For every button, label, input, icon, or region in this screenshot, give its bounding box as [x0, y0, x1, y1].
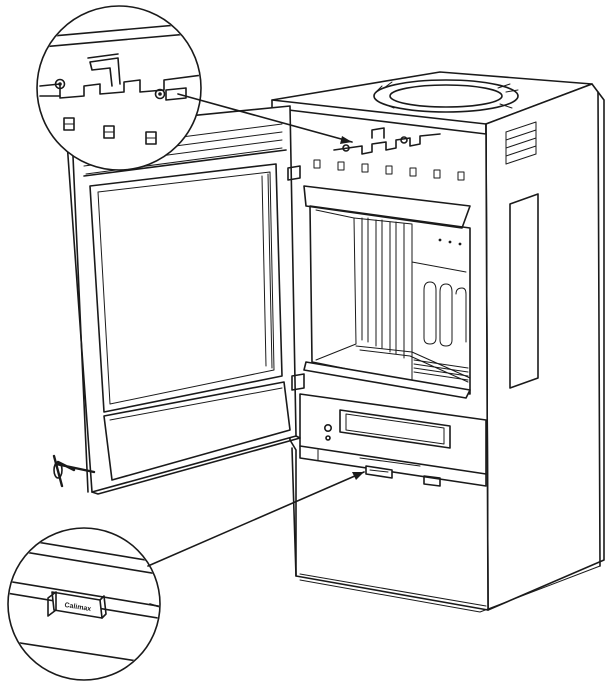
door-glass-frame — [89, 163, 283, 413]
detail-callout-bottom: Calimax — [7, 527, 161, 681]
air-control-knob — [323, 423, 332, 432]
door-hinge-top — [287, 165, 301, 181]
firebox-lip — [303, 361, 471, 399]
ash-drawer-handle — [339, 409, 451, 449]
detail-bracket — [39, 73, 200, 99]
top-cover-outer — [373, 79, 519, 113]
side-window — [509, 193, 539, 389]
firebox-back-plates — [361, 217, 405, 359]
firebox-side-slots — [423, 281, 467, 347]
callout-arrow-top — [177, 93, 353, 144]
callout-arrow-bottom — [147, 471, 365, 567]
detail-circle-top — [36, 5, 202, 171]
slot-row — [313, 159, 465, 181]
stove-body — [271, 71, 605, 613]
top-cover-inner — [389, 84, 503, 108]
door-hinge-bottom — [291, 373, 305, 391]
hinge-bracket-row — [333, 133, 441, 155]
detail-callout-top — [36, 5, 202, 171]
logo-text: Calimax — [64, 602, 92, 613]
firebox-baffle — [303, 185, 471, 229]
firebox-opening — [309, 205, 471, 395]
logo-tab — [365, 465, 393, 479]
door-lower-panel — [103, 381, 291, 481]
stove-right-side — [485, 83, 605, 611]
side-vent-slots — [505, 121, 537, 165]
stove-door — [52, 105, 305, 495]
detail-slots — [63, 117, 157, 145]
stove-front-face — [271, 107, 489, 611]
